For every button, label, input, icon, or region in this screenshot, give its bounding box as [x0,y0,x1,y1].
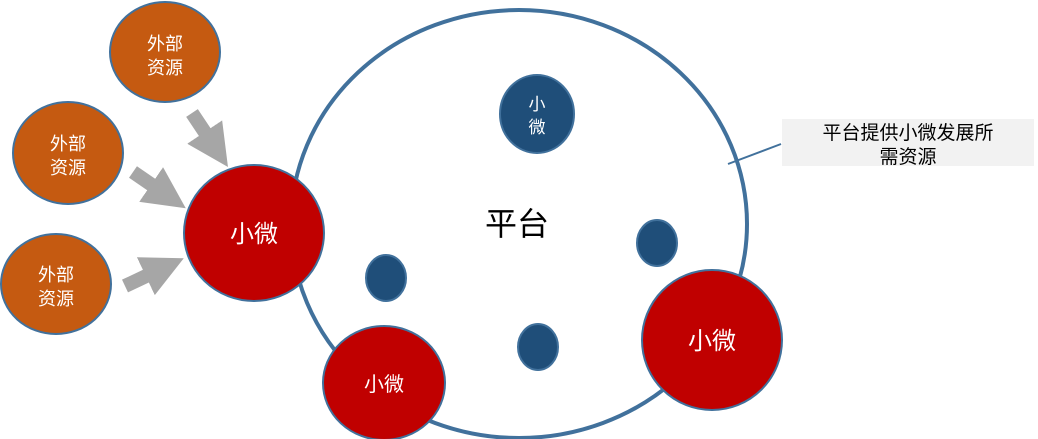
svg-text:外部: 外部 [147,34,183,55]
svg-text:小微: 小微 [688,327,736,355]
callout-box [782,119,1034,166]
callout-leader-line [727,143,782,165]
svg-text:小微: 小微 [230,220,278,248]
arrow-icon [186,109,228,167]
external-resource-node: 外部 资源 [0,233,112,335]
callout-line1: 平台提供小微发展所 [822,122,993,144]
external-resource-node: 外部 资源 [109,1,221,103]
svg-text:资源: 资源 [50,158,86,179]
small-micro-main-node: 小微 [183,164,325,302]
svg-text:外部: 外部 [38,265,74,286]
svg-text:小微: 小微 [364,372,404,396]
small-micro-bottom-node: 小微 [322,325,446,439]
svg-text:外部: 外部 [50,134,86,155]
svg-text:小: 小 [529,95,546,115]
svg-text:资源: 资源 [147,58,183,79]
inner-small-micro-node: 小 微 [499,74,575,154]
external-resource-node: 外部 资源 [12,101,124,205]
svg-text:微: 微 [529,118,546,138]
svg-text:资源: 资源 [38,289,74,310]
inner-dot [636,219,678,267]
inner-dot [517,323,559,371]
inner-dot [365,254,407,302]
arrow-icon [122,257,184,296]
small-micro-right-node: 小微 [641,269,783,411]
platform-label: 平台 [485,205,549,243]
arrow-icon [129,166,186,209]
callout-line2: 需资源 [879,146,936,168]
